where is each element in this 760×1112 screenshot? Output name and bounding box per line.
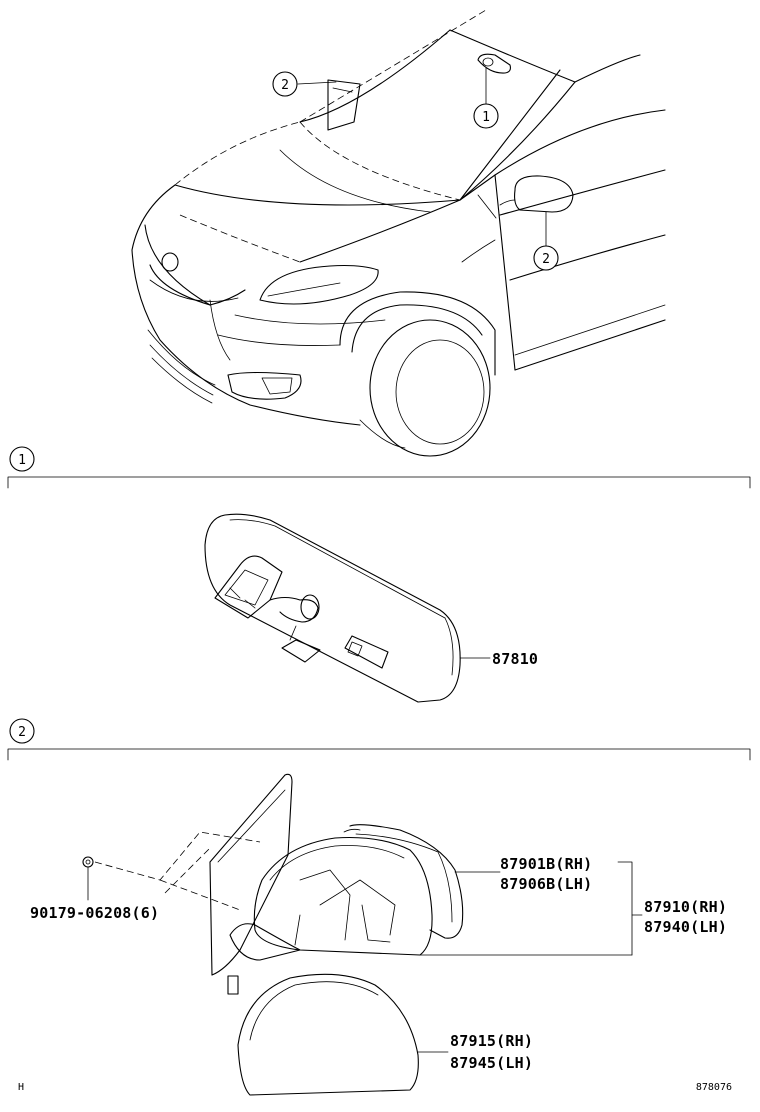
part-number-87910-rh: 87910(RH) xyxy=(644,898,727,916)
section-1: 1 xyxy=(7,446,751,489)
section-1-label: 1 xyxy=(18,453,26,468)
part-number-87901b-rh: 87901B(RH) xyxy=(500,855,592,873)
callout-1-car: 1 xyxy=(473,103,499,129)
door-mirror-drawing xyxy=(82,773,643,1096)
car-illustration xyxy=(131,9,666,457)
footer-diagram-code: 878076 xyxy=(696,1082,732,1093)
callout-2-side-label: 2 xyxy=(542,252,550,267)
section-2-label: 2 xyxy=(18,725,26,740)
part-number-87906b-lh: 87906B(LH) xyxy=(500,875,592,893)
inner-mirror-drawing xyxy=(204,513,491,703)
part-number-87915-rh: 87915(RH) xyxy=(450,1032,533,1050)
section-2-bracket xyxy=(7,748,751,761)
callout-2-top-label: 2 xyxy=(281,78,289,93)
footer-left-code: H xyxy=(18,1082,24,1093)
part-number-90179-06208: 90179-06208(6) xyxy=(30,904,159,922)
part-number-87945-lh: 87945(LH) xyxy=(450,1054,533,1072)
part-number-87940-lh: 87940(LH) xyxy=(644,918,727,936)
callout-1-car-label: 1 xyxy=(482,110,490,125)
section-1-bracket xyxy=(7,476,751,489)
callout-2-side: 2 xyxy=(533,245,559,271)
part-number-87810: 87810 xyxy=(492,650,538,668)
callout-2-top: 2 xyxy=(272,71,298,97)
section-2: 2 xyxy=(7,718,751,761)
